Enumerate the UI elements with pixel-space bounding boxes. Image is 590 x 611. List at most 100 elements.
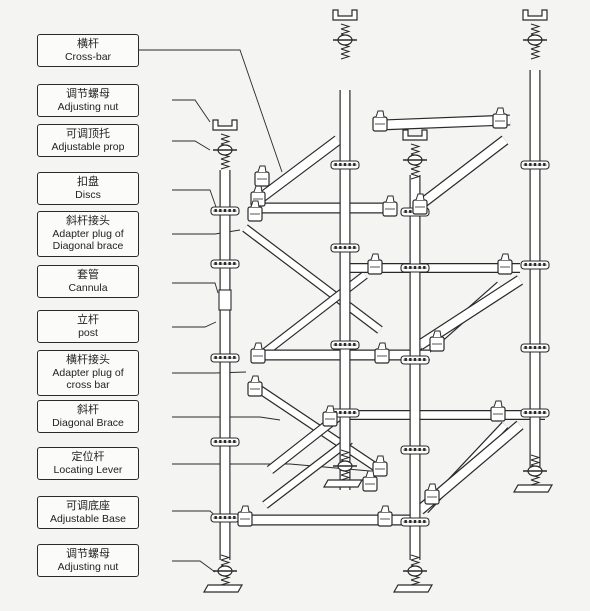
- label-zh: 定位杆: [71, 451, 105, 463]
- label-adapter-cross-bar: 横杆接头 Adapter plug of cross bar: [37, 350, 139, 396]
- cannula: [218, 289, 232, 311]
- cross-bar: [416, 135, 509, 210]
- label-en: Adapter plug of Diagonal brace: [52, 228, 124, 252]
- coupler-icon: [237, 505, 253, 527]
- label-adjusting-nut-top: 调节螺母 Adjusting nut: [37, 84, 139, 117]
- label-zh: 立杆: [77, 314, 99, 326]
- disc-ring-icon: [330, 408, 360, 418]
- disc-ring-icon: [520, 408, 550, 418]
- cross-bar: [379, 114, 511, 131]
- coupler-icon: [322, 405, 338, 427]
- disc-ring-icon: [400, 355, 430, 365]
- jack-head-icon: [402, 129, 428, 180]
- label-zh: 横杆: [77, 38, 99, 50]
- disc-ring-icon: [400, 263, 430, 273]
- label-en: post: [78, 327, 98, 339]
- leader-line: [172, 416, 281, 421]
- diagonal-brace: [247, 379, 383, 474]
- base-plate-icon: [512, 454, 554, 493]
- coupler-icon: [424, 483, 440, 505]
- label-en: Adjustable Base: [50, 513, 126, 525]
- jack-head-icon: [522, 9, 548, 60]
- leader-line: [172, 560, 216, 573]
- base-plate-icon: [202, 554, 244, 593]
- fittings: [202, 9, 554, 593]
- label-zh: 扣盘: [77, 176, 99, 188]
- label-zh: 可调顶托: [66, 128, 110, 140]
- coupler-icon: [362, 470, 378, 492]
- coupler-icon: [247, 375, 263, 397]
- coupler-icon: [372, 455, 388, 477]
- jack-head-icon: [212, 119, 238, 170]
- leader-line: [172, 321, 217, 328]
- disc-ring-icon: [520, 260, 550, 270]
- disc-ring-icon: [210, 437, 240, 447]
- disc-ring-icon: [210, 206, 240, 216]
- label-locating-lever: 定位杆 Locating Lever: [37, 447, 139, 480]
- label-cannula: 套管 Cannula: [37, 265, 139, 298]
- label-en: Locating Lever: [53, 464, 123, 476]
- posts: [219, 70, 541, 560]
- label-en: Adjusting nut: [57, 561, 119, 573]
- coupler-icon: [429, 330, 445, 352]
- label-en: Adapter plug of cross bar: [52, 367, 124, 391]
- label-en: Cannula: [68, 282, 108, 294]
- label-zh: 调节螺母: [66, 88, 110, 100]
- label-zh: 斜杆接头: [66, 215, 110, 227]
- coupler-icon: [247, 200, 263, 222]
- leader-line: [172, 229, 241, 235]
- coupler-icon: [382, 195, 398, 217]
- label-adjustable-prop: 可调顶托 Adjustable prop: [37, 124, 139, 157]
- coupler-icon: [367, 253, 383, 275]
- coupler-icon: [372, 110, 388, 132]
- label-cross-bar: 横杆 Cross-bar: [37, 34, 139, 67]
- coupler-icon: [374, 342, 390, 364]
- leader-line: [172, 282, 219, 294]
- label-discs: 扣盘 Discs: [37, 172, 139, 205]
- label-en: Cross-bar: [64, 51, 112, 63]
- leader-line: [172, 371, 247, 374]
- label-adapter-diagonal: 斜杆接头 Adapter plug of Diagonal brace: [37, 211, 139, 257]
- label-zh: 斜杆: [77, 404, 99, 416]
- disc-ring-icon: [520, 160, 550, 170]
- label-en: Adjusting nut: [57, 101, 119, 113]
- disc-ring-icon: [210, 353, 240, 363]
- leader-line: [172, 140, 211, 151]
- disc-ring-icon: [400, 517, 430, 527]
- label-zh: 套管: [77, 269, 99, 281]
- disc-ring-icon: [520, 343, 550, 353]
- disc-ring-icon: [330, 160, 360, 170]
- coupler-icon: [412, 193, 428, 215]
- label-post: 立杆 post: [37, 310, 139, 343]
- leader-line: [172, 189, 217, 208]
- label-zh: 可调底座: [66, 500, 110, 512]
- label-zh: 调节螺母: [66, 548, 110, 560]
- coupler-icon: [254, 165, 270, 187]
- leader-line: [172, 99, 211, 123]
- label-en: Discs: [75, 189, 101, 201]
- jack-head-icon: [332, 9, 358, 60]
- label-en: Adjustable prop: [51, 141, 125, 153]
- leader-line: [139, 49, 283, 173]
- disc-ring-icon: [210, 259, 240, 269]
- cross-bars: [245, 114, 545, 526]
- leader-lines: [139, 49, 371, 573]
- base-plate-icon: [392, 554, 434, 593]
- label-en: Diagonal Brace: [52, 417, 124, 429]
- diagonal-brace: [262, 436, 353, 509]
- coupler-icon: [490, 400, 506, 422]
- disc-ring-icon: [400, 445, 430, 455]
- disc-ring-icon: [330, 340, 360, 350]
- disc-ring-icon: [330, 243, 360, 253]
- coupler-icon: [377, 505, 393, 527]
- coupler-icon: [250, 342, 266, 364]
- label-adjustable-base: 可调底座 Adjustable Base: [37, 496, 139, 529]
- coupler-icon: [492, 107, 508, 129]
- label-diagonal-brace: 斜杆 Diagonal Brace: [37, 400, 139, 433]
- base-plate-icon: [322, 449, 364, 488]
- coupler-icon: [497, 253, 513, 275]
- label-zh: 横杆接头: [66, 354, 110, 366]
- cross-bar: [254, 135, 342, 205]
